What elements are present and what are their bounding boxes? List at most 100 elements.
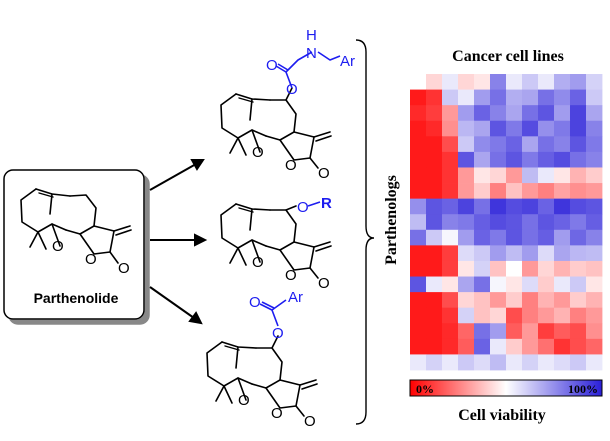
analog-ether: O O O O R <box>220 195 332 292</box>
heatmap-cell <box>442 120 459 137</box>
heatmap-cell <box>490 307 507 324</box>
heatmap-cell <box>426 229 443 246</box>
heatmap-cell <box>442 151 459 168</box>
heatmap-cell <box>490 338 507 355</box>
heatmap-cell <box>426 167 443 184</box>
heatmap-cell <box>570 276 587 293</box>
heatmap-row-axis-label: Parthenologs <box>383 175 400 265</box>
heatmap-cell <box>490 198 507 215</box>
heatmap-cell <box>586 276 603 293</box>
heatmap-cell <box>426 323 443 340</box>
heatmap-cell <box>458 151 475 168</box>
heatmap-cell <box>570 198 587 215</box>
heatmap-cell <box>458 292 475 309</box>
analog3-lactone-o: O <box>271 405 283 422</box>
analog3-epoxide-o: O <box>238 392 250 409</box>
heatmap-cell <box>554 276 571 293</box>
heatmap-cell <box>570 307 587 324</box>
heatmap-cell <box>554 89 571 106</box>
heatmap-cell <box>506 136 523 153</box>
heatmap-cell <box>474 354 491 371</box>
arrow-to-carbamate <box>149 163 197 191</box>
heatmap-cell <box>570 136 587 153</box>
heatmap-cell <box>490 245 507 262</box>
heatmap-cell <box>474 151 491 168</box>
heatmap-cell <box>490 354 507 371</box>
heatmap-cell <box>554 105 571 122</box>
heatmap-cell <box>570 260 587 277</box>
reaction-arrows <box>149 159 208 325</box>
heatmap-cell <box>474 276 491 293</box>
analog2-lactone-o: O <box>285 267 297 284</box>
heatmap-cell <box>458 323 475 340</box>
atom-lactone-o: O <box>85 251 97 268</box>
heatmap-cell <box>538 198 555 215</box>
heatmap-cell <box>426 307 443 324</box>
heatmap-cell <box>554 307 571 324</box>
heatmap-cell <box>490 105 507 122</box>
analog1-lactone-o: O <box>285 157 297 174</box>
heatmap-cell <box>442 89 459 106</box>
heatmap-cell <box>522 136 539 153</box>
heatmap-cell <box>426 74 443 90</box>
heatmap-cell <box>554 292 571 309</box>
heatmap-cell <box>410 292 427 309</box>
heatmap-cell <box>442 183 459 200</box>
heatmap-cell <box>506 120 523 137</box>
heatmap-cell <box>586 198 603 215</box>
heatmap-cell <box>410 323 427 340</box>
heatmap-cell <box>570 292 587 309</box>
heatmap-cell <box>458 89 475 106</box>
heatmap-cell <box>410 151 427 168</box>
heatmap-cell <box>586 183 603 200</box>
heatmap-cell <box>426 245 443 262</box>
heatmap-cell <box>538 229 555 246</box>
heatmap-cell <box>538 120 555 137</box>
heatmap-cell <box>458 136 475 153</box>
heatmap-cell <box>458 354 475 371</box>
heatmap-cell <box>570 105 587 122</box>
heatmap-cell <box>506 292 523 309</box>
legend-title: Cell viability <box>458 407 546 424</box>
heatmap-cell <box>586 292 603 309</box>
heatmap-cell <box>474 214 491 231</box>
heatmap-cell <box>570 338 587 355</box>
heatmap-cell <box>442 74 459 90</box>
heatmap-cell <box>426 105 443 122</box>
heatmap-cell <box>554 183 571 200</box>
heatmap-cell <box>554 136 571 153</box>
heatmap-cell <box>442 214 459 231</box>
heatmap-cell <box>474 229 491 246</box>
heatmap-cell <box>458 167 475 184</box>
heatmap-cell <box>538 307 555 324</box>
heatmap-cell <box>522 354 539 371</box>
heatmap-cell <box>442 260 459 277</box>
heatmap-cell <box>538 292 555 309</box>
heatmap-cell <box>490 229 507 246</box>
heatmap-cell <box>458 229 475 246</box>
viability-gradient-bar <box>409 379 603 397</box>
heatmap-cell <box>522 105 539 122</box>
heatmap-cell <box>554 323 571 340</box>
heatmap-cell <box>554 167 571 184</box>
heatmap-cell <box>458 260 475 277</box>
heatmap-cell <box>490 183 507 200</box>
heatmap-cell <box>506 260 523 277</box>
parthenolide-label: Parthenolide <box>34 290 119 306</box>
heatmap-cell <box>538 323 555 340</box>
arrow-head-bottom <box>188 311 203 325</box>
heatmap-cell <box>586 89 603 106</box>
heatmap-cell <box>554 338 571 355</box>
heatmap-cell <box>474 89 491 106</box>
heatmap-cell <box>554 354 571 371</box>
heatmap-cell <box>538 74 555 90</box>
heatmap-cell <box>570 167 587 184</box>
heatmap-cell <box>490 276 507 293</box>
heatmap-cell <box>410 276 427 293</box>
heatmap-cell <box>474 338 491 355</box>
arrow-head-top <box>190 159 205 171</box>
heatmap-cell <box>538 276 555 293</box>
heatmap-cell <box>538 214 555 231</box>
heatmap-cell <box>410 214 427 231</box>
heatmap-grid <box>410 74 603 371</box>
